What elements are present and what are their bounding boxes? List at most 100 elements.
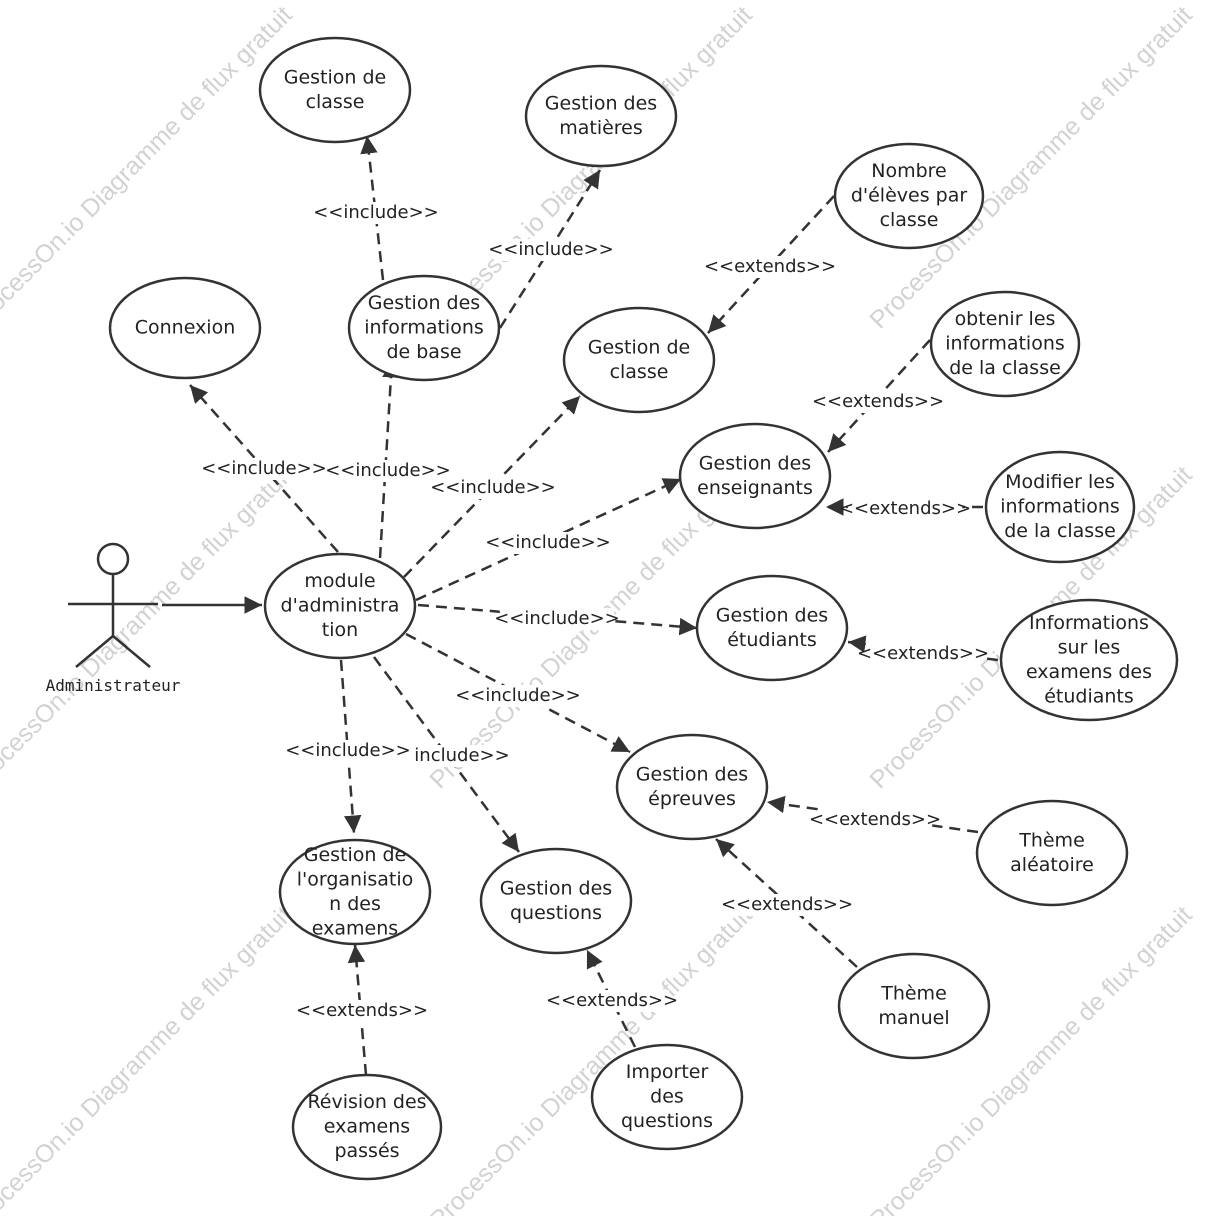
relation-label-background <box>554 990 670 1012</box>
relation-label-background <box>415 745 509 767</box>
use-case-theme-alea[interactable]: Thème aléatoire <box>975 799 1129 907</box>
use-case-enseignants[interactable]: Gestion des enseignants <box>678 422 832 530</box>
use-case-label: Gestion des <box>545 92 657 114</box>
use-case-matieres[interactable]: Gestion des matières <box>524 64 678 168</box>
relation-include-label: <<include>> <box>494 608 620 629</box>
relation-extends-label: <<extends>> <box>809 809 941 830</box>
relation-extends-label: <<extends>> <box>839 498 971 519</box>
use-case-label: Gestion des <box>500 877 612 899</box>
use-case-label: tion <box>322 619 358 641</box>
use-case-label: questions <box>621 1110 713 1132</box>
relation-label-background <box>499 608 615 630</box>
actor-administrateur: Administrateur <box>46 542 181 695</box>
use-case-label: examens <box>324 1116 410 1138</box>
use-case-label: Modifier les <box>1005 471 1115 493</box>
watermark-text: ProcessOn.io Diagramme de flux gratuit <box>0 901 298 1216</box>
use-case-label: d'administra <box>281 595 400 617</box>
use-case-label: de base <box>386 341 461 363</box>
use-case-label: questions <box>510 902 602 924</box>
use-case-ellipse <box>975 799 1129 907</box>
use-case-label: d'élèves par <box>851 185 968 207</box>
watermark-text: ProcessOn.io Diagramme de flux gratuit <box>0 461 298 794</box>
relation-extends-label: <<extends>> <box>721 894 853 915</box>
use-case-label: Nombre <box>871 160 947 182</box>
use-case-connexion[interactable]: Connexion <box>108 276 262 380</box>
use-case-ellipse <box>562 306 716 414</box>
use-case-epreuves[interactable]: Gestion des épreuves <box>615 733 769 841</box>
use-case-label: Informations <box>1029 612 1149 634</box>
relation-label-background <box>729 894 845 916</box>
use-case-label: examens des <box>1026 661 1152 683</box>
use-case-label: matières <box>559 117 643 139</box>
use-case-label: enseignants <box>697 477 813 499</box>
use-case-label: classe <box>880 209 939 231</box>
relation-extends-label: <<extends>> <box>812 391 944 412</box>
relation-include-label: <<include>> <box>285 740 411 761</box>
actor-right-leg <box>112 635 151 668</box>
use-case-label: étudiants <box>1044 685 1134 707</box>
relation-include-line <box>378 359 400 559</box>
use-case-ellipse <box>108 276 262 380</box>
use-case-label: aléatoire <box>1010 854 1094 876</box>
relation-include-label: <<include>> <box>488 239 614 260</box>
actor-left-leg <box>75 635 114 668</box>
relation-label-background <box>865 643 981 665</box>
use-case-label: Gestion des <box>636 763 748 785</box>
use-case-label: Thème <box>880 982 947 1004</box>
use-case-label: Révision des <box>307 1091 426 1113</box>
use-case-label: manuel <box>878 1007 949 1029</box>
use-case-label: Gestion de <box>588 336 691 358</box>
relation-extends-label: <<extends>> <box>704 256 836 277</box>
watermark-text: ProcessOn.io Diagramme de flux gratuit <box>424 1 757 334</box>
use-case-ellipse <box>695 574 849 682</box>
actor-label: Administrateur <box>46 676 181 695</box>
relation-label-background <box>493 239 609 261</box>
use-case-ellipse <box>984 450 1136 564</box>
use-case-label: Gestion des <box>699 452 811 474</box>
relation-label-background <box>206 458 322 480</box>
relation-include-label: <<include>> <box>455 685 581 706</box>
relation-include-label: <<include>> <box>313 202 439 223</box>
use-case-label: Importer <box>626 1061 709 1083</box>
use-case-questions[interactable]: Gestion des questions <box>479 847 633 955</box>
relation-label-background <box>490 532 606 554</box>
use-case-label: classe <box>610 361 669 383</box>
relation-label-background <box>847 498 963 520</box>
use-case-label: de la classe <box>1004 520 1116 542</box>
relation-include-label: <<include>> <box>201 458 327 479</box>
use-case-ellipse <box>615 733 769 841</box>
use-case-label: obtenir les <box>955 308 1056 330</box>
relation-extends-line <box>347 944 368 1076</box>
use-case-label: Thème <box>1018 829 1085 851</box>
use-case-ellipse <box>929 290 1081 398</box>
use-case-ellipse <box>291 1073 443 1181</box>
use-case-label: épreuves <box>648 788 736 810</box>
use-case-label: informations <box>364 317 484 339</box>
relation-label-background <box>304 1000 420 1022</box>
use-case-label: passés <box>334 1140 399 1162</box>
relation-include-line <box>417 603 698 636</box>
relation-label-background <box>290 740 406 762</box>
use-case-label: sur les <box>1058 636 1121 658</box>
use-case-label: l'organisatio <box>297 868 414 890</box>
use-case-label: de la classe <box>949 357 1061 379</box>
use-case-theme-man[interactable]: Thème manuel <box>837 952 991 1060</box>
use-case-classe[interactable]: Gestion de classe <box>562 306 716 414</box>
relation-labels-layer: <<include>> <<include>> <<include>> <<inclu… <box>201 202 989 1022</box>
relation-label-background <box>820 391 936 413</box>
actor-head <box>96 542 130 576</box>
relation-extends-label: <<extends>> <box>546 990 678 1011</box>
